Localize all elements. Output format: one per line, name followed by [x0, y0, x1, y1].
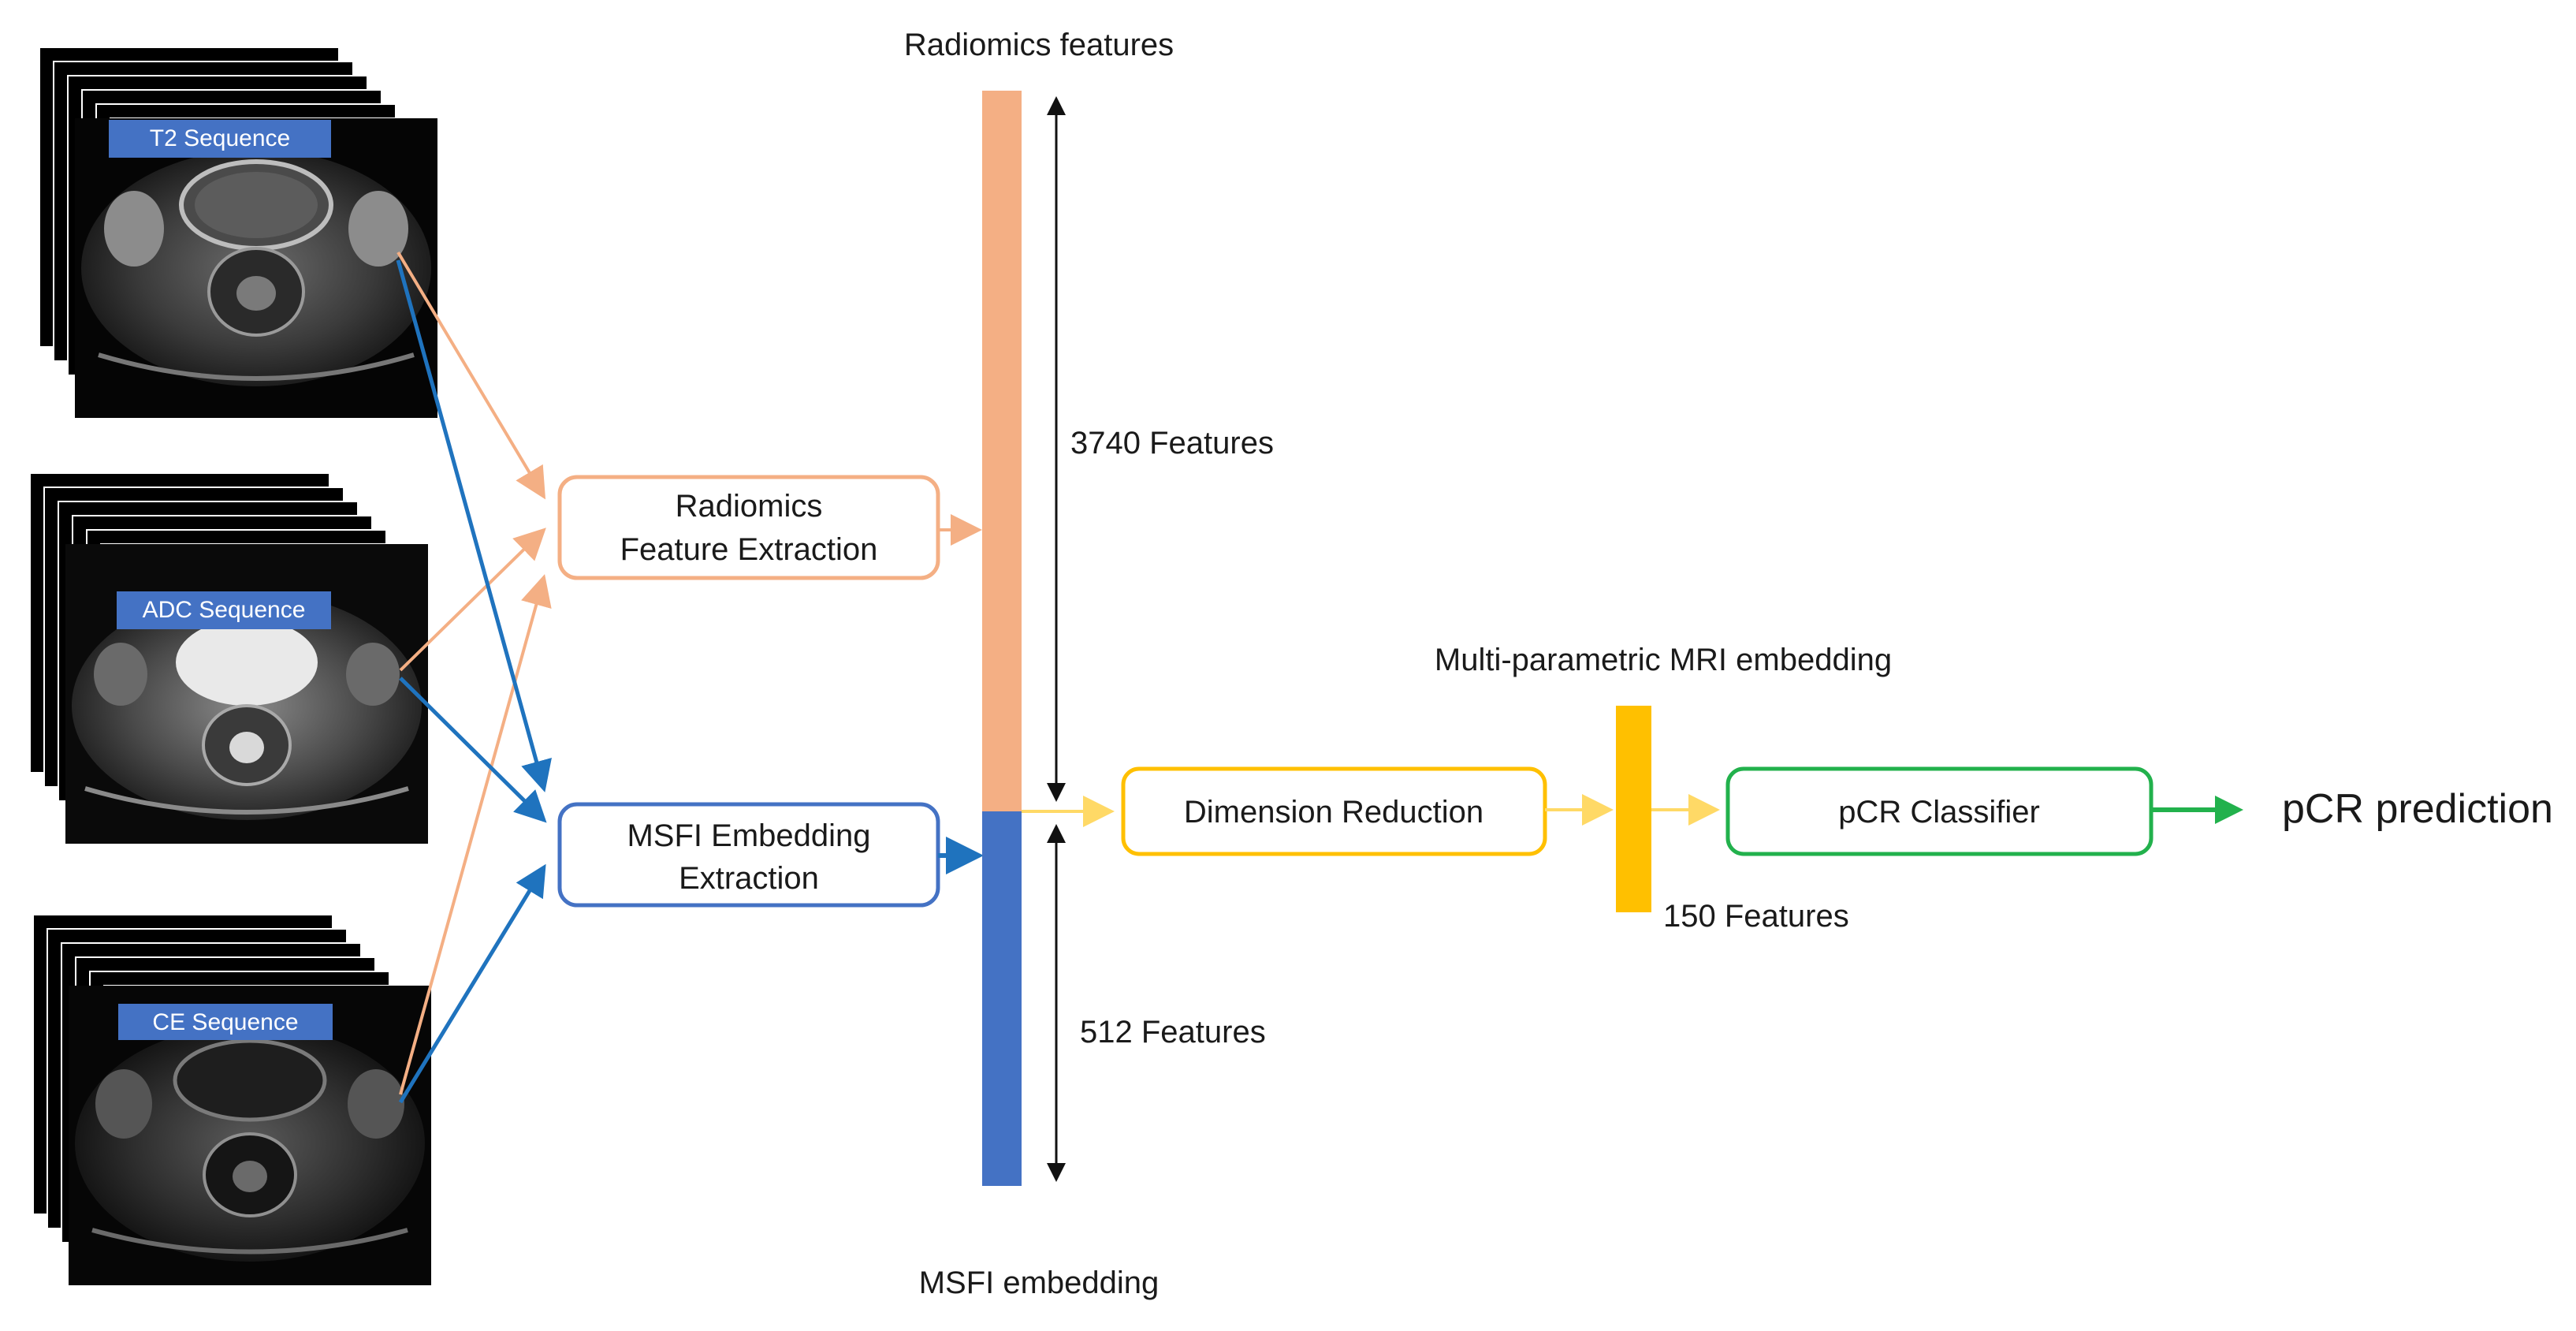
- dimension-reduction-box: Dimension Reduction: [1121, 766, 1547, 856]
- radiomics-count-label: 3740 Features: [1070, 426, 1274, 460]
- radiomics-features-label: Radiomics features: [904, 28, 1174, 62]
- prediction-label: pCR prediction: [2282, 786, 2553, 832]
- t2-sequence-tag: [109, 120, 331, 158]
- radiomics-extraction-box: Radiomics Feature Extraction: [557, 475, 940, 580]
- reduced-count-label: 150 Features: [1663, 899, 1849, 934]
- pcr-classifier-box: pCR Classifier: [1725, 766, 2153, 856]
- radiomics-feature-bar: [982, 91, 1022, 811]
- blue-input-arrows: [396, 259, 552, 1104]
- t2-sequence-label: T2 Sequence: [150, 125, 290, 151]
- msfi-feature-bar: [982, 811, 1022, 1186]
- mri-embedding-bar: [1616, 706, 1651, 912]
- mri-stack-adc: ADC Sequence: [29, 472, 428, 844]
- mri-stack-ce: CE Sequence: [32, 914, 431, 1285]
- mri-stack-t2: T2 Sequence: [39, 47, 437, 418]
- adc-sequence-label: ADC Sequence: [143, 597, 306, 623]
- adc-sequence-tag: [117, 591, 331, 629]
- msfi-count-label: 512 Features: [1080, 1015, 1266, 1050]
- msfi-box-line1: MSFI Embedding: [627, 818, 870, 853]
- dimension-reduction-label: Dimension Reduction: [1184, 795, 1483, 830]
- classifier-label: pCR Classifier: [1838, 795, 2040, 830]
- orange-input-arrows: [396, 251, 552, 1095]
- multiparametric-label: Multi-parametric MRI embedding: [1435, 643, 1892, 677]
- msfi-extraction-box: MSFI Embedding Extraction: [557, 802, 940, 908]
- radiomics-box-line1: Radiomics: [676, 489, 823, 524]
- msfi-box-line2: Extraction: [679, 861, 819, 896]
- ce-sequence-label: CE Sequence: [152, 1009, 298, 1035]
- radiomics-box-line2: Feature Extraction: [620, 532, 878, 567]
- msfi-embedding-label: MSFI embedding: [919, 1266, 1160, 1300]
- ce-sequence-tag: [118, 1004, 333, 1040]
